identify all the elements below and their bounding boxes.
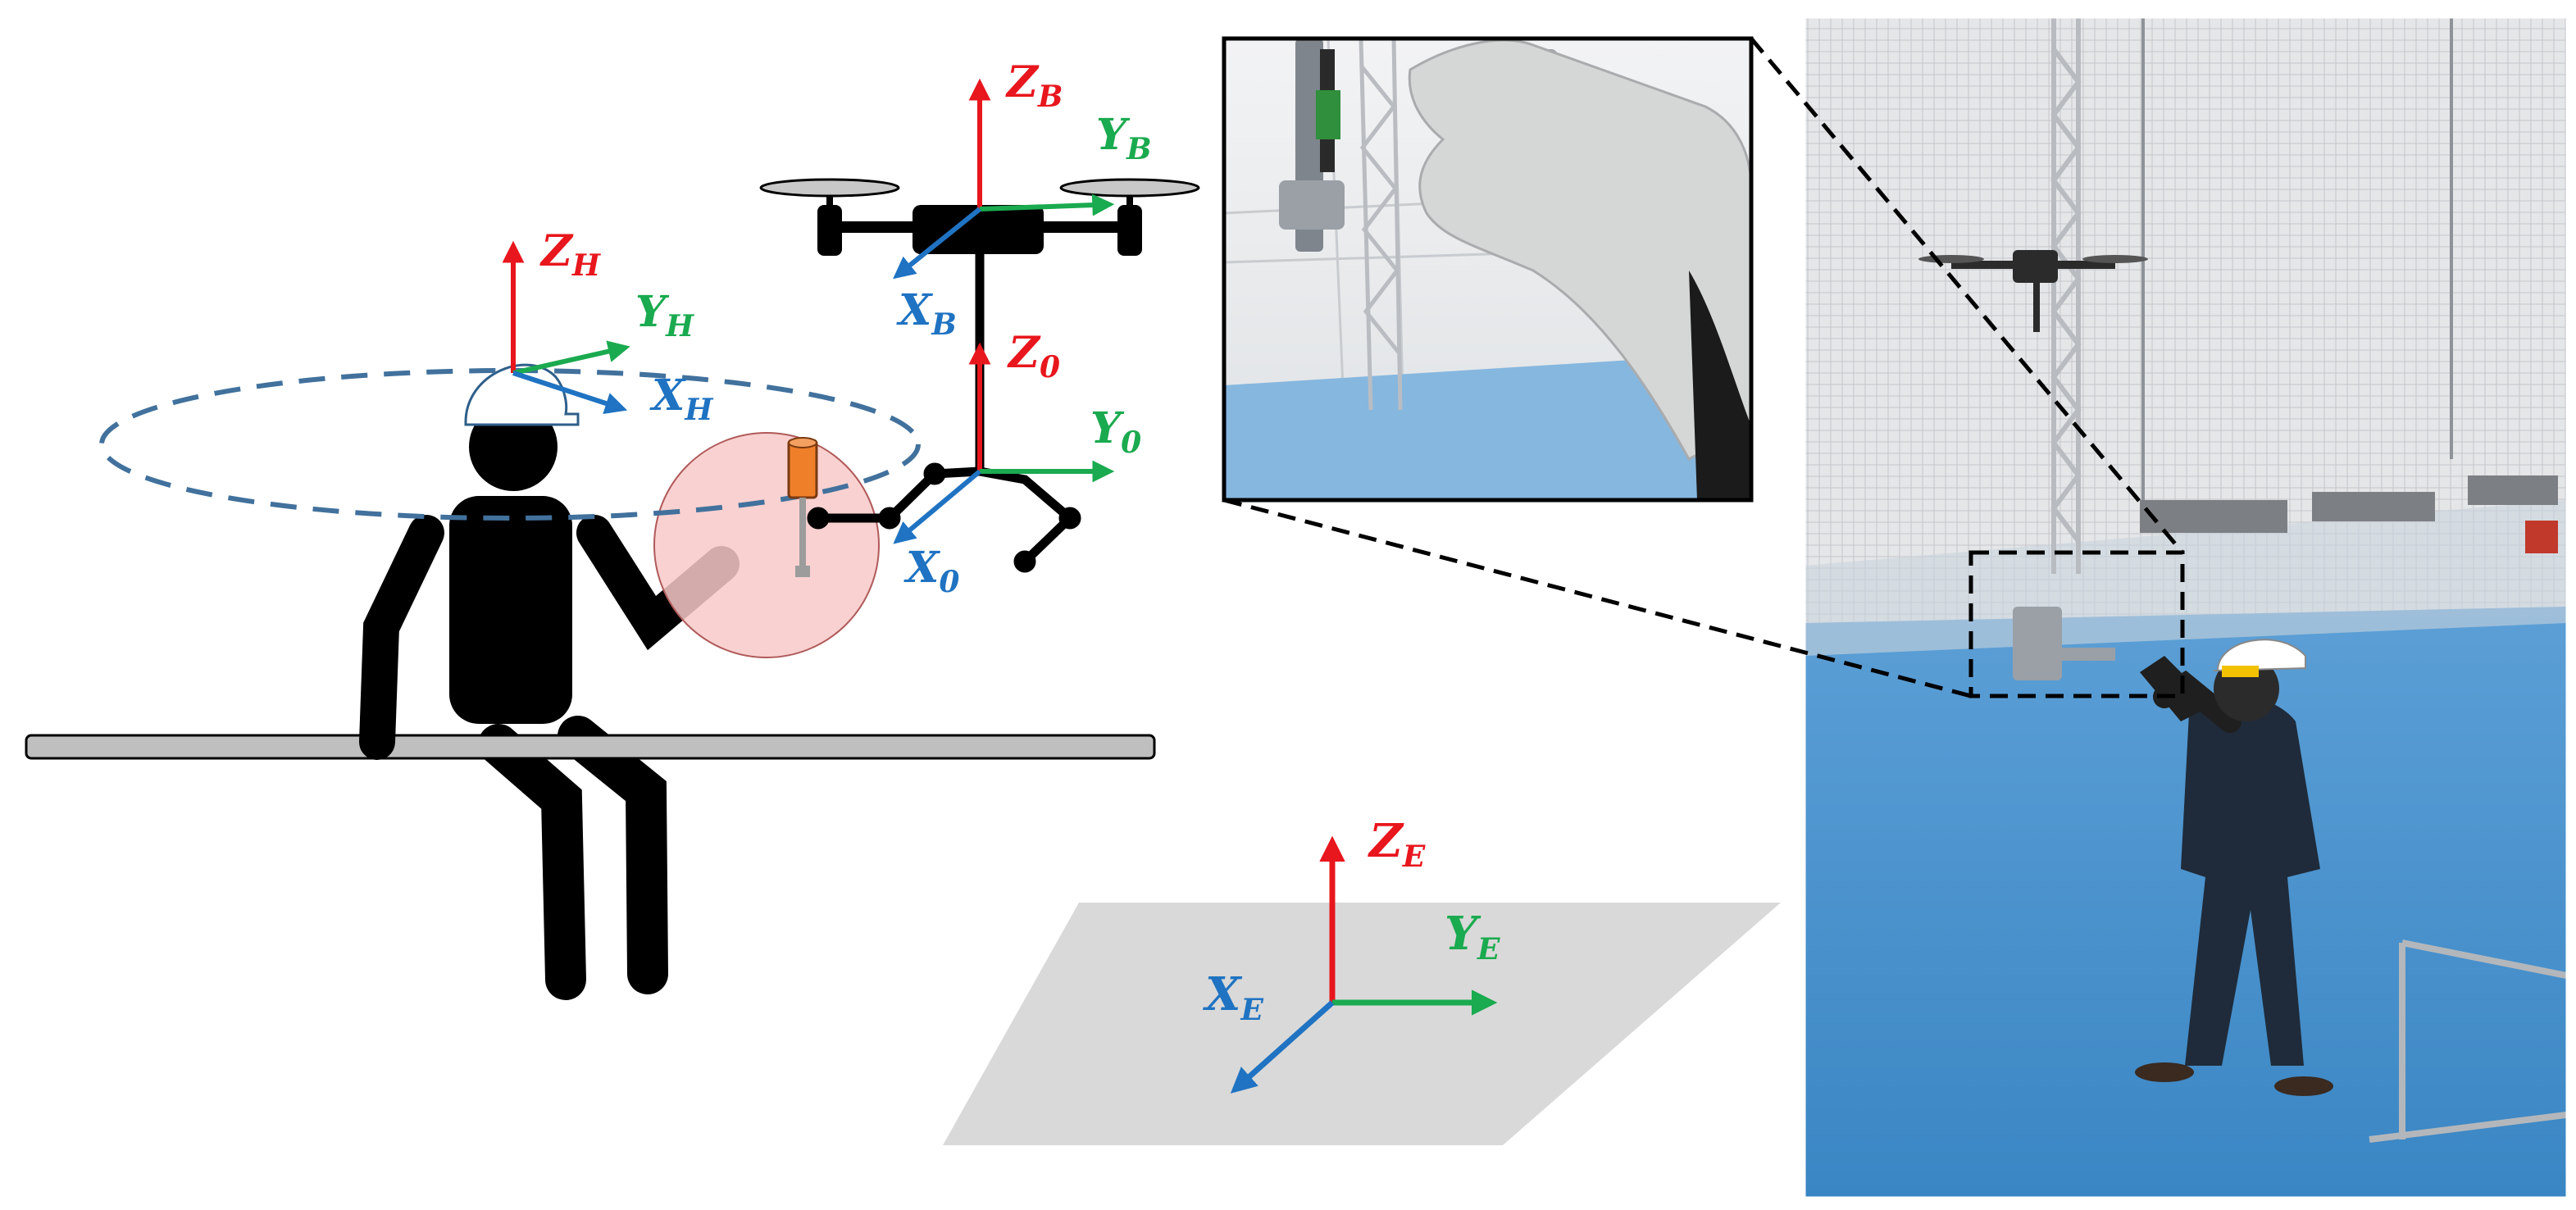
inset-photo (1222, 36, 1754, 503)
label-y-b: YB (1096, 110, 1152, 166)
orbit-path (99, 368, 921, 521)
zoom-callout (1223, 37, 2185, 698)
person-legs (478, 716, 668, 1000)
helmet-frame (502, 240, 630, 414)
photo-frame (1805, 17, 2567, 1198)
zoom-region-box (1968, 550, 2185, 698)
quadrotor-drone-icon (759, 178, 1200, 256)
arm-frame (893, 342, 1115, 544)
label-z-h: ZH (539, 226, 601, 283)
label-x-b: XB (896, 285, 957, 342)
label-x-e: XE (1203, 967, 1263, 1027)
label-x-h: XH (649, 371, 713, 427)
label-z-e: ZE (1368, 814, 1426, 874)
zoom-connector-bottom (1223, 498, 1972, 698)
ground-plane (943, 903, 1781, 1145)
axis-labels: ZH YH XH ZB YB XB Z0 Y0 (539, 57, 1500, 1027)
label-z-0: Z0 (1007, 328, 1060, 384)
person-torso (449, 496, 572, 724)
earth-frame (1230, 835, 1498, 1094)
seated-person-icon (25, 363, 1156, 1000)
lab-photo (1805, 17, 2567, 1198)
person-left-arm (359, 515, 444, 760)
bench-bar (25, 734, 1156, 760)
workspace-circle (653, 432, 880, 658)
photo-person (2135, 639, 2333, 1096)
label-y-e: YE (1445, 907, 1500, 967)
hard-hat-icon (464, 363, 580, 426)
label-x-0: X0 (903, 543, 959, 599)
zoom-connector-top (1750, 37, 2184, 554)
drone-manipulator-arm (807, 249, 1081, 573)
schematic: ZH YH XH ZB YB XB Z0 Y0 (25, 57, 1781, 1145)
inset-frame (1222, 36, 1754, 503)
screwdriver-icon (787, 437, 818, 577)
label-y-h: YH (635, 287, 694, 343)
label-z-b: ZB (1005, 57, 1063, 114)
label-y-0: Y0 (1090, 403, 1141, 460)
body-frame (893, 78, 1115, 280)
